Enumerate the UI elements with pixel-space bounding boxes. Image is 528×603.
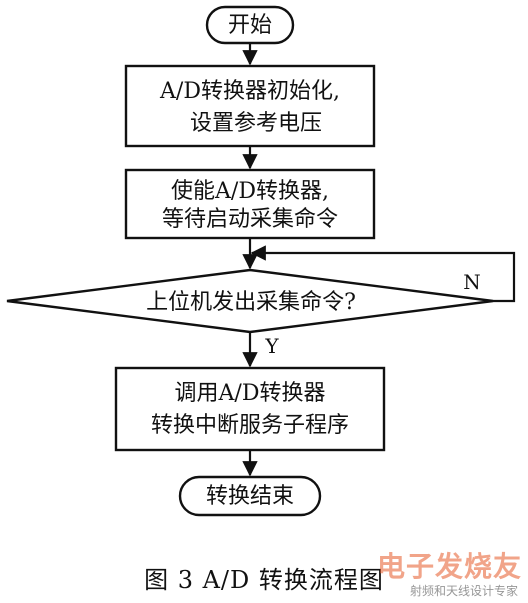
edge-decision-enable-loop (250, 245, 516, 303)
node-init: A/D转换器初始化, 设置参考电压 (124, 64, 376, 148)
node-end: 转换结束 (178, 475, 322, 517)
node-decision: 上位机发出采集命令? (6, 268, 494, 334)
node-isr-label-line1: 调用A/D转换器 (175, 381, 326, 406)
figure-caption: 图 3 A/D 转换流程图 (144, 566, 384, 594)
node-isr-label-line2: 转换中断服务子程序 (151, 413, 349, 438)
watermark-logo: 电子发烧友 射频和天线设计专家 (362, 545, 522, 599)
watermark-main: 电子发烧友 (376, 550, 522, 583)
node-enable-label-line1: 使能A/D转换器, (171, 179, 329, 204)
node-end-label: 转换结束 (206, 484, 294, 509)
node-start-label: 开始 (228, 13, 272, 38)
watermark-sub: 射频和天线设计专家 (409, 584, 518, 598)
edge-label-n: N (463, 270, 481, 294)
node-start: 开始 (205, 5, 295, 45)
node-decision-label: 上位机发出采集命令? (146, 290, 356, 315)
node-enable: 使能A/D转换器, 等待启动采集命令 (124, 168, 376, 240)
edge-label-y: Y (264, 334, 279, 358)
node-isr: 调用A/D转换器 转换中断服务子程序 (114, 366, 386, 452)
node-init-label-line2: 设置参考电压 (190, 111, 322, 136)
node-enable-label-line2: 等待启动采集命令 (162, 207, 338, 232)
node-init-label-line1: A/D转换器初始化, (159, 79, 340, 104)
